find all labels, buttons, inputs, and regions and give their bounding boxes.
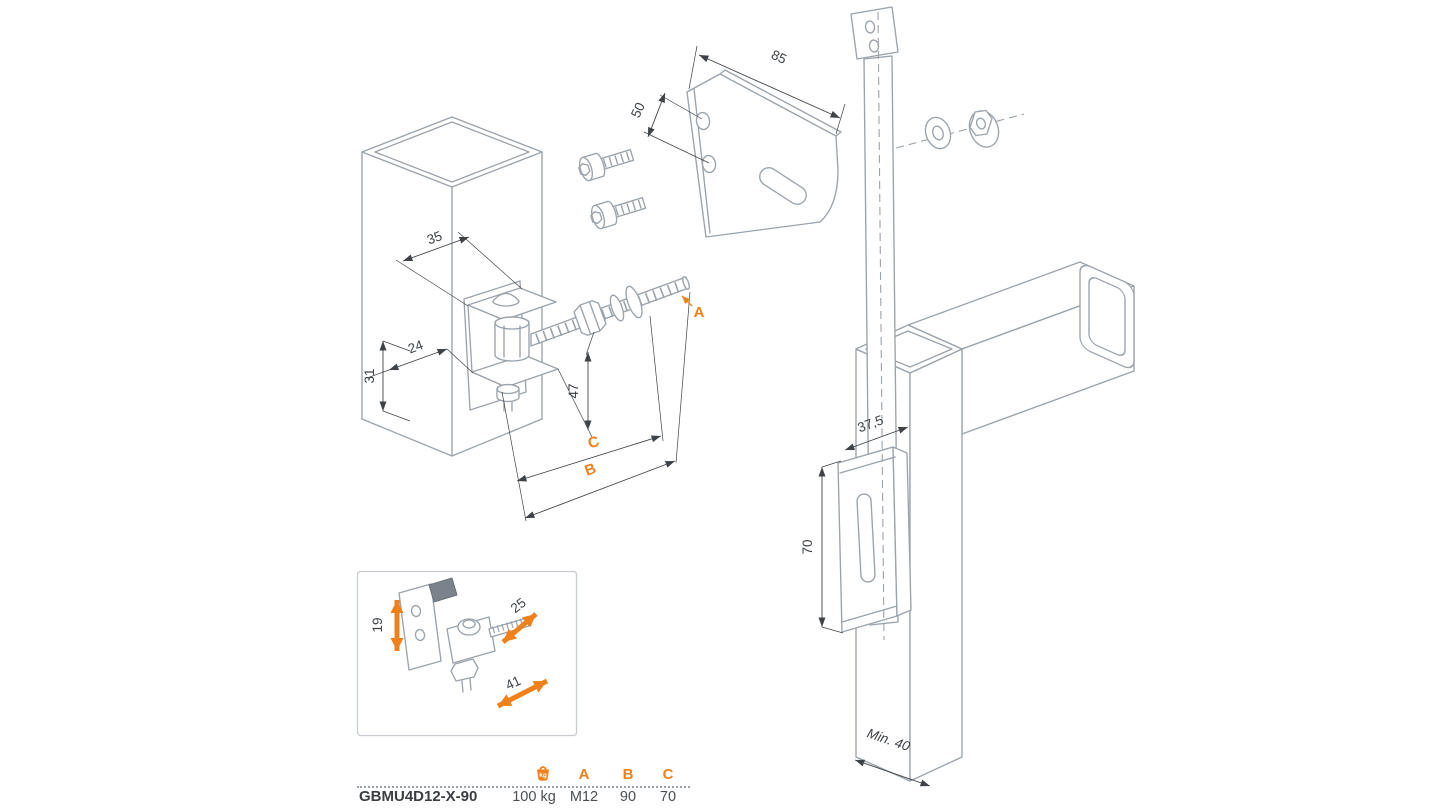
socket-screw — [578, 149, 635, 182]
weight-icon-label: kg — [539, 772, 547, 779]
inset-dim-25: 25 — [508, 595, 529, 616]
thread-value: M12 — [569, 789, 599, 805]
swivel-nut — [494, 316, 530, 362]
bar-centerline — [877, 11, 885, 641]
dim-85: 85 — [769, 47, 789, 67]
hinge-assembly — [463, 276, 690, 412]
dome-nut — [492, 292, 520, 307]
washer-and-nut — [924, 109, 1000, 150]
col-header-c: C — [662, 766, 674, 783]
rod-washer-2 — [625, 285, 643, 319]
dim-35: 35 — [425, 228, 444, 247]
depth-adjust-arrow — [496, 678, 549, 709]
rod-washer-1 — [609, 294, 625, 322]
label-a: A — [694, 304, 705, 321]
adjustment-inset: 19 25 41 — [356, 570, 578, 737]
mounting-plate — [686, 69, 842, 238]
threaded-rod — [530, 276, 687, 347]
col-header-a: A — [578, 766, 590, 783]
col-header-b: B — [622, 766, 634, 783]
dim-24: 24 — [406, 337, 426, 356]
u-bracket — [837, 446, 912, 633]
inset-dim-19: 19 — [370, 617, 385, 632]
dim-31: 31 — [362, 368, 377, 383]
dim-70: 70 — [800, 539, 815, 554]
label-c: C — [586, 433, 602, 453]
inset-hinge-thumbnail — [398, 577, 530, 693]
table-divider — [357, 786, 690, 788]
dim-50: 50 — [628, 100, 648, 120]
mounting-screws — [578, 149, 647, 230]
product-code: GBMU4D12-X-90 — [359, 788, 478, 805]
label-b: B — [582, 460, 598, 480]
socket-screw — [590, 197, 647, 230]
weight-value: 100 kg — [512, 789, 556, 805]
spec-table: GBMU4D12-X-90 kg A B C 100 kg M12 90 70 — [357, 762, 697, 808]
fastener-axis-line — [895, 113, 1025, 149]
b-value: 90 — [619, 789, 637, 805]
dim-47: 47 — [566, 383, 581, 398]
rod-hex-nut — [573, 300, 607, 336]
lateral-adjust-arrow — [501, 612, 538, 644]
inset-dim-41: 41 — [503, 673, 523, 693]
c-value: 70 — [659, 789, 677, 805]
